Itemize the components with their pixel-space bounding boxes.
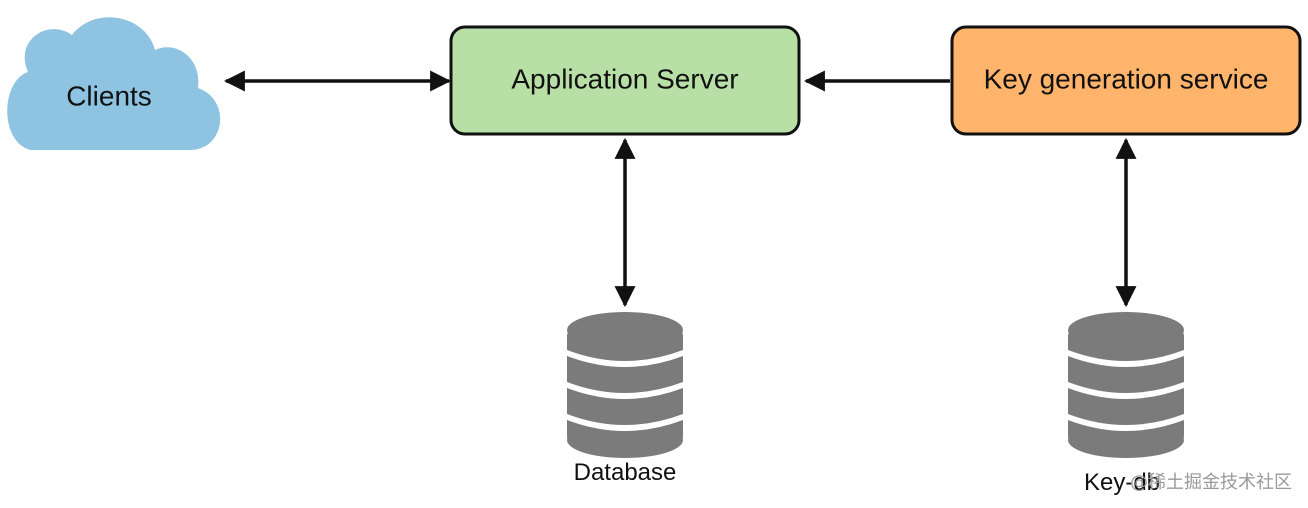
- database-node: Database: [567, 312, 683, 486]
- database-icon: [567, 312, 683, 458]
- key-db-icon: [1068, 312, 1184, 458]
- clients-label: Clients: [66, 80, 152, 111]
- key-generation-service-node: Key generation service: [950, 25, 1302, 136]
- application-server-node: Application Server: [449, 25, 801, 136]
- key-generation-service-box: [950, 25, 1302, 136]
- key-db-node: Key-db: [1068, 312, 1184, 496]
- database-label: Database: [574, 459, 677, 486]
- cloud-icon: [7, 17, 221, 151]
- key-db-label: Key-db: [1084, 469, 1160, 496]
- key-generation-service-label: Key generation service: [984, 63, 1269, 94]
- clients-node: Clients: [7, 17, 221, 151]
- application-server-label: Application Server: [511, 63, 738, 94]
- watermark: @稀土掘金技术社区: [1130, 472, 1292, 493]
